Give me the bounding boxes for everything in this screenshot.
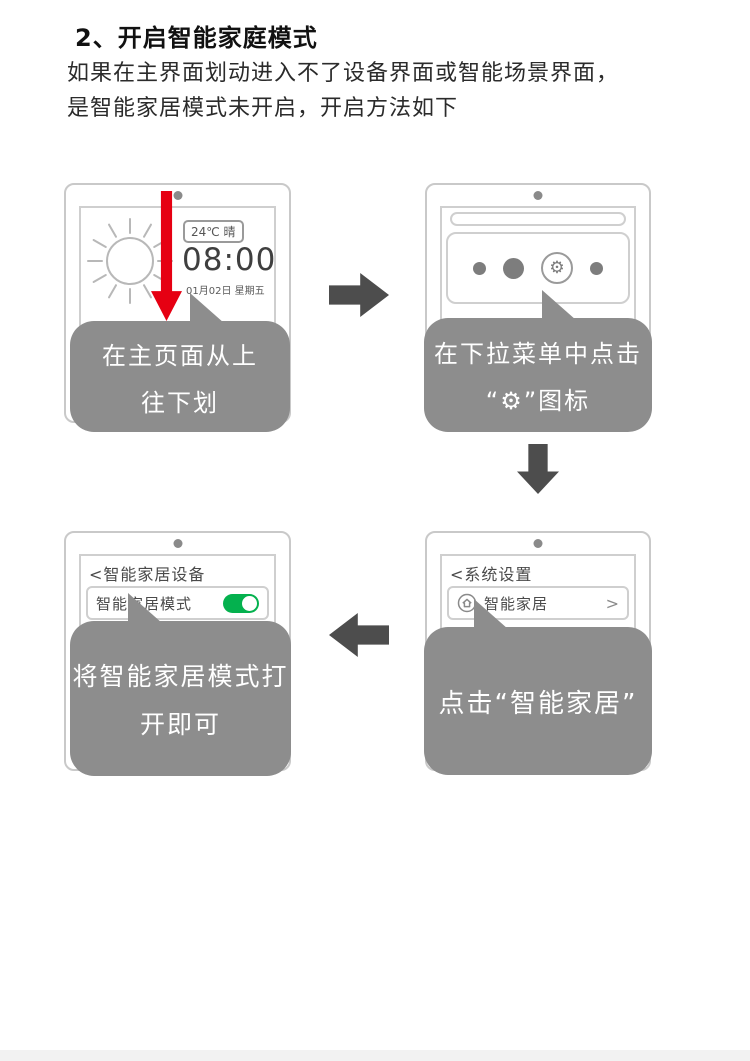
quick-menu-panel: ⚙ — [446, 232, 630, 304]
clock-time: 08:00 — [182, 242, 277, 278]
intro-line-1: 如果在主界面划动进入不了设备界面或智能场景界面， — [67, 61, 620, 86]
smart-home-mode-toggle — [223, 593, 259, 613]
camera-dot — [533, 191, 543, 200]
intro-paragraph: 如果在主界面划动进入不了设备界面或智能场景界面， 是智能家居模式未开启，开启方法… — [67, 56, 619, 126]
camera-dot — [533, 539, 543, 548]
chevron-right-icon: > — [605, 593, 619, 613]
flow-arrow-left-icon — [329, 613, 389, 657]
intro-line-2: 是智能家居模式未开启，开启方法如下 — [67, 96, 459, 121]
callout-tail — [190, 293, 224, 323]
callout-text: 将智能家居模式打 — [72, 661, 289, 691]
smart-home-mode-row: 智能家居模式 — [86, 586, 269, 620]
callout-step2: 在下拉菜单中点击 “⚙”图标 — [424, 290, 652, 432]
toggle-knob — [242, 595, 257, 611]
callout-text: 在下拉菜单中点击 — [434, 340, 642, 368]
screen-title-system-settings: <系统设置 — [450, 565, 533, 584]
gear-icon: ⚙ — [549, 258, 565, 278]
camera-dot — [173, 539, 182, 548]
callout-step1: 在主页面从上 往下划 — [70, 293, 290, 432]
clock-date: 01月02日 星期五 — [186, 286, 265, 297]
menu-drag-bar — [450, 212, 626, 226]
callout-step3: 点击“智能家居” — [424, 599, 652, 775]
screen-title-smart-home-devices: <智能家居设备 — [89, 565, 206, 584]
flow-arrow-right-icon — [329, 273, 389, 317]
callout-text: “⚙”图标 — [485, 387, 591, 415]
callout-text: 往下划 — [141, 388, 219, 417]
menu-dot-icon — [590, 261, 603, 275]
callout-step4: 将智能家居模式打 开即可 — [70, 593, 291, 776]
gear-button: ⚙ — [541, 252, 573, 284]
callout-tail — [474, 599, 508, 629]
page-bottom-strip — [0, 1050, 750, 1061]
callout-tail — [542, 290, 576, 320]
weather-badge: 24℃ 晴 — [183, 220, 244, 243]
menu-dot-icon — [503, 257, 524, 279]
callout-tail — [128, 593, 162, 623]
section-heading: 2、开启智能家庭模式 — [75, 24, 318, 52]
menu-dot-icon — [473, 261, 486, 275]
camera-dot — [173, 191, 182, 200]
callout-text: 开即可 — [139, 709, 221, 739]
callout-text: 在主页面从上 — [102, 341, 258, 370]
callout-text: 点击“智能家居” — [438, 688, 638, 719]
flow-arrow-down-icon — [517, 444, 559, 494]
